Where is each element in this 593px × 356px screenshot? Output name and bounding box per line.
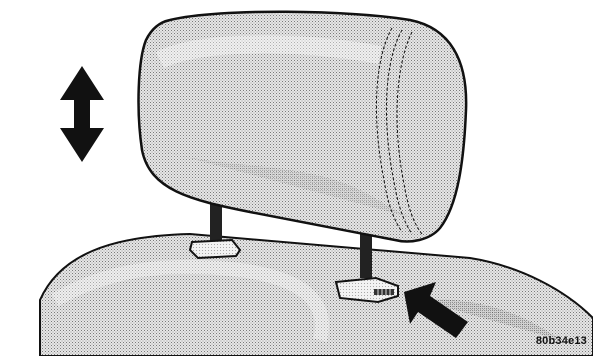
headrest — [137, 10, 468, 243]
seat-back — [39, 232, 593, 356]
up-down-arrow-icon — [60, 66, 104, 162]
figure-code: 80b34e13 — [535, 335, 587, 347]
adjustment-release-button — [334, 276, 399, 304]
push-arrow-icon — [404, 282, 468, 338]
left-post-guide — [188, 238, 242, 260]
headrest-posts — [210, 196, 372, 278]
